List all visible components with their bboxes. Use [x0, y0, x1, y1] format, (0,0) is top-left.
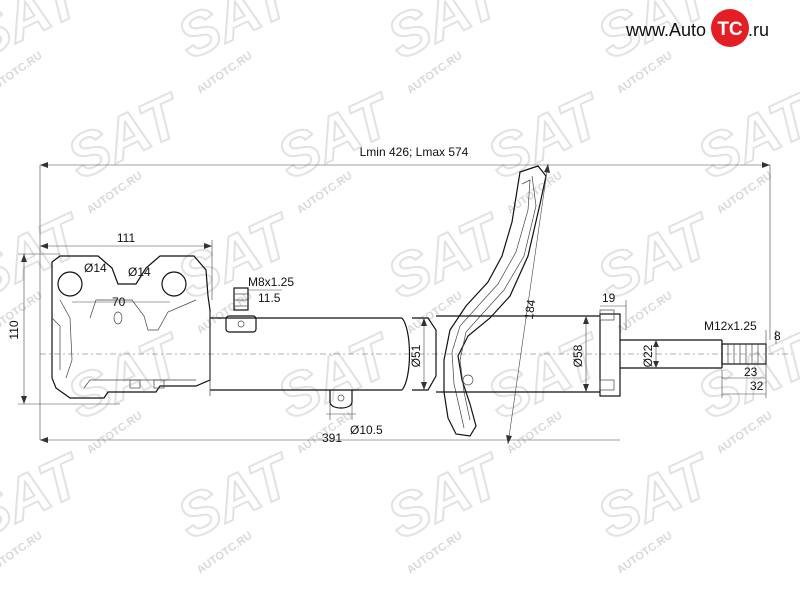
brand-badge: TC [717, 19, 743, 40]
watermark-logo: SAT [0, 0, 94, 72]
hose-bracket: Ø10.5 [326, 390, 383, 437]
watermark-logo: SAT [377, 440, 514, 551]
tube-diameter-dimension: Ø51 [409, 318, 427, 390]
watermark-logo: SAT [267, 80, 404, 191]
mount-height-label: 110 [7, 320, 21, 339]
mount-hole-1 [57, 271, 83, 297]
stud-length-label: 11.5 [258, 291, 281, 305]
stud-thread-label: M8x1.25 [248, 275, 294, 289]
bracket-offset-label: 391 [322, 431, 342, 445]
watermark-logo: SAT [477, 320, 614, 431]
mount-hole-2 [161, 271, 187, 297]
length-range-label: Lmin 426; Lmax 574 [360, 145, 469, 159]
overall-length-dimension: Lmin 426; Lmax 574 [39, 145, 771, 440]
knuckle-bracket: Ø14 Ø14 70 [51, 255, 211, 399]
spring-seat-height-dimension: 184 [506, 163, 550, 445]
body-diameter-label: Ø58 [571, 344, 585, 367]
mount-height-dimension: 110 [7, 253, 120, 405]
brand-logo: www.Auto TC .ru [625, 6, 786, 50]
watermark-logo: SAT [57, 80, 194, 191]
watermark-logo: SAT [0, 440, 94, 551]
thread-length-label: 23 [744, 365, 758, 379]
spring-seat [443, 165, 547, 437]
rod-diameter-label: Ø22 [641, 344, 655, 367]
cap-width-label: 19 [602, 291, 616, 305]
brand-suffix: .ru [748, 20, 769, 40]
main-body: Ø58 [436, 315, 600, 393]
piston-rod: Ø22 M12x1.25 8 23 32 [620, 319, 781, 398]
rod-length-label: 32 [750, 379, 764, 393]
hole-2-label: Ø14 [128, 265, 151, 279]
brand-logo-graphic: www.Auto TC .ru [625, 9, 769, 47]
watermark-logo: SAT [57, 320, 194, 431]
brand-badge-circle [711, 9, 749, 47]
top-cap: 19 [599, 291, 627, 397]
mount-width-label: 111 [117, 231, 136, 245]
top-flat-label: 8 [774, 329, 781, 343]
watermark-logo: SAT [587, 440, 724, 551]
lower-tube [209, 312, 437, 396]
watermark-logo: SAT [267, 320, 404, 431]
brand-prefix: www.Auto [626, 20, 706, 40]
hole-1-label: Ø14 [84, 261, 107, 275]
watermark-logo: SAT [377, 200, 514, 311]
watermark-logo: SAT [687, 80, 800, 191]
spring-seat-height-label: 184 [522, 298, 539, 320]
top-thread-label: M12x1.25 [704, 319, 757, 333]
tube-diameter-label: Ø51 [409, 344, 423, 367]
watermark-logo: SAT [167, 440, 304, 551]
hole-spacing-label: 70 [112, 295, 126, 309]
sensor-stud: M8x1.25 11.5 [225, 275, 294, 333]
hose-bracket-hole-label: Ø10.5 [350, 423, 383, 437]
mount-width-dimension: 111 [40, 231, 213, 300]
bracket-offset-dimension: 391 [40, 431, 620, 445]
